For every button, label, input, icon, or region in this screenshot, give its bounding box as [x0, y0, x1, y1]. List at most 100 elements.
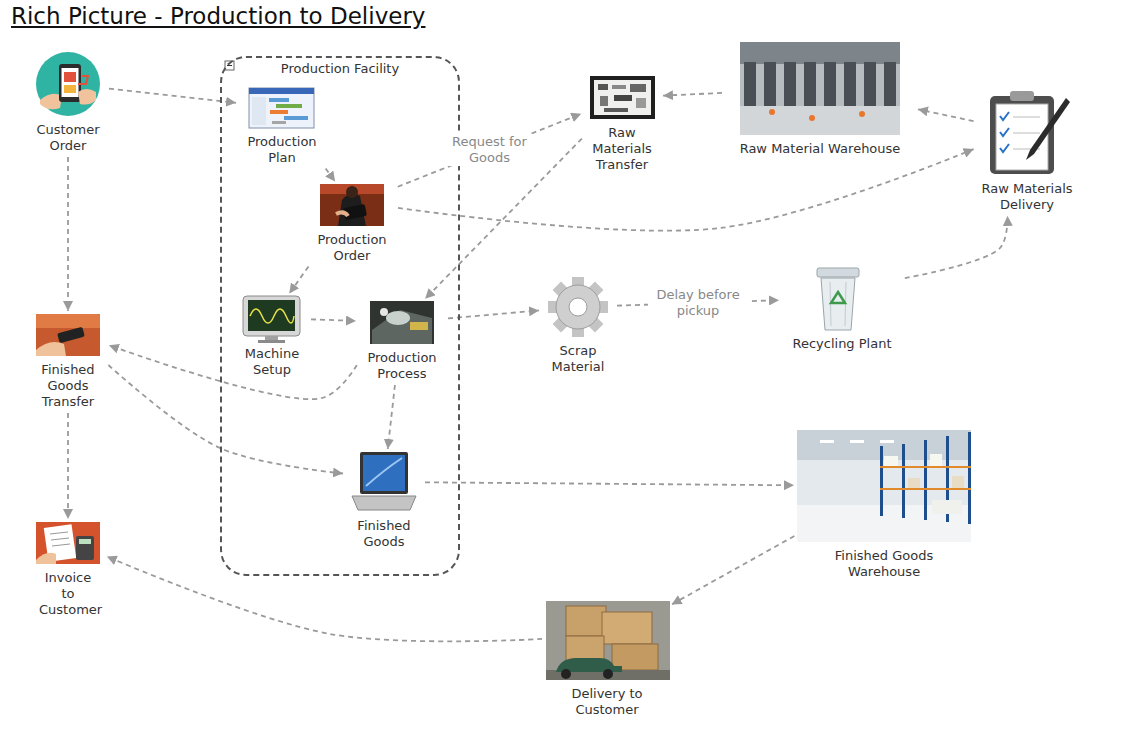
flow-arrow [905, 216, 1008, 278]
scrap-gear-icon [548, 277, 608, 337]
invoice-photo [52, 544, 70, 546]
delivery-photo [546, 670, 670, 680]
production-process-photo [386, 311, 410, 325]
finished-goods-warehouse-photo [850, 440, 864, 443]
raw-materials-transfer-photo [594, 80, 651, 115]
flow-arrow [108, 365, 343, 473]
collapse-toggle [225, 61, 234, 70]
flow-arrow [289, 266, 308, 293]
raw-materials-transfer-photo [600, 96, 608, 106]
edge-label: Delay before pickup [648, 287, 749, 319]
production-process-photo [410, 322, 428, 330]
raw-materials-transfer-photo [590, 76, 655, 119]
flow-arrow [67, 413, 69, 519]
production-plan-icon [269, 98, 289, 102]
machine-setup-monitor [243, 296, 300, 336]
finished-goods-warehouse-photo [930, 454, 942, 466]
finished-goods-warehouse-photo [880, 446, 883, 516]
finished-goods-transfer-photo [36, 314, 100, 328]
diagram-title: Rich Picture - Production to Delivery [11, 1, 425, 31]
laptop-icon [363, 455, 405, 491]
clipboard-icon [990, 91, 1070, 174]
finished-goods-transfer-photo [36, 314, 100, 356]
delivery-photo [546, 601, 670, 680]
raw-material-warehouse-photo [824, 62, 836, 106]
clipboard-icon [1010, 91, 1034, 101]
clipboard-icon [1013, 117, 1040, 118]
node-caption: Scrap Material [543, 343, 613, 375]
icon-node: Customer Order [30, 52, 106, 154]
machine-setup-monitor [250, 309, 294, 323]
finished-goods-warehouse-photo [952, 476, 964, 488]
collapse-toggle [225, 61, 234, 70]
icon-node: Production Order [309, 184, 395, 264]
raw-material-warehouse-photo [740, 42, 900, 64]
recycling-bin-icon [831, 292, 845, 303]
node-caption: Finished Goods Transfer [31, 362, 106, 410]
node-caption: Finished Goods Warehouse [819, 548, 949, 580]
production-plan-icon [272, 121, 286, 124]
production-process-photo [372, 310, 432, 344]
raw-materials-transfer-photo [630, 84, 646, 92]
laptop-icon [366, 458, 402, 486]
node-caption: Production Order [310, 232, 395, 264]
production-process-photo [370, 301, 434, 344]
finished-goods-warehouse-photo [797, 430, 971, 542]
flow-arrow [109, 345, 357, 399]
machine-setup-monitor [248, 300, 295, 331]
collapse-toggle [227, 65, 232, 66]
invoice-photo [36, 522, 100, 564]
finished-goods-warehouse-photo [880, 488, 971, 490]
machine-setup-monitor [258, 340, 285, 343]
node-caption: Raw Material Warehouse [728, 141, 913, 157]
finished-goods-warehouse-photo [908, 478, 920, 488]
invoice-photo [76, 536, 94, 560]
icon-node: Scrap Material [542, 277, 614, 375]
flow-arrow [425, 482, 794, 485]
finished-goods-warehouse-photo [902, 444, 905, 518]
node-caption: Raw Materials Delivery [977, 181, 1077, 213]
finished-goods-warehouse-photo [820, 440, 834, 443]
boundary-title: Production Facility [222, 61, 458, 77]
production-process-photo [380, 308, 388, 316]
flow-arrow [448, 310, 539, 318]
icon-node: Finished Goods Transfer [30, 314, 106, 410]
customer-order-icon [36, 52, 100, 116]
production-plan-icon [249, 88, 314, 128]
icon-node: Machine Setup [236, 296, 308, 378]
delivery-photo [546, 601, 670, 680]
scrap-gear-icon [556, 285, 600, 329]
customer-order-icon [59, 64, 81, 102]
delivery-photo [561, 669, 571, 679]
node-caption: Production Plan [240, 134, 325, 166]
finished-goods-warehouse-photo [797, 430, 971, 460]
recycling-bin-icon [821, 278, 855, 330]
customer-order-icon [40, 94, 62, 110]
node-caption: Recycling Plant [782, 336, 902, 352]
raw-materials-transfer-photo [604, 108, 628, 112]
customer-order-icon [78, 89, 96, 105]
raw-material-warehouse-photo [740, 106, 900, 135]
flow-arrow [388, 385, 395, 449]
flow-arrow [918, 109, 974, 121]
finished-goods-warehouse-photo [932, 500, 962, 514]
facility-boundary: Production FacilityProduction PlanProduc… [220, 56, 460, 576]
raw-material-warehouse-photo [809, 115, 815, 121]
node-caption: Delivery to Customer [560, 686, 655, 718]
machine-setup-monitor [243, 296, 300, 343]
production-plan-icon [270, 110, 288, 114]
finished-goods-transfer-photo [36, 342, 66, 356]
production-plan-icon [284, 116, 308, 120]
icon-node: Recycling Plant [782, 266, 902, 352]
customer-order-icon [62, 68, 79, 97]
production-order-photo [336, 212, 348, 216]
raw-material-warehouse-photo [884, 62, 896, 106]
finished-goods-warehouse-photo [924, 440, 927, 520]
customer-order-icon [36, 52, 100, 116]
icon-node: Raw Materials Transfer [584, 76, 660, 173]
raw-material-warehouse-photo [804, 62, 816, 106]
icon-node: Delivery to Customer [545, 601, 669, 718]
production-plan-icon [249, 88, 314, 94]
raw-materials-transfer-photo [636, 98, 646, 108]
invoice-photo [50, 532, 68, 534]
